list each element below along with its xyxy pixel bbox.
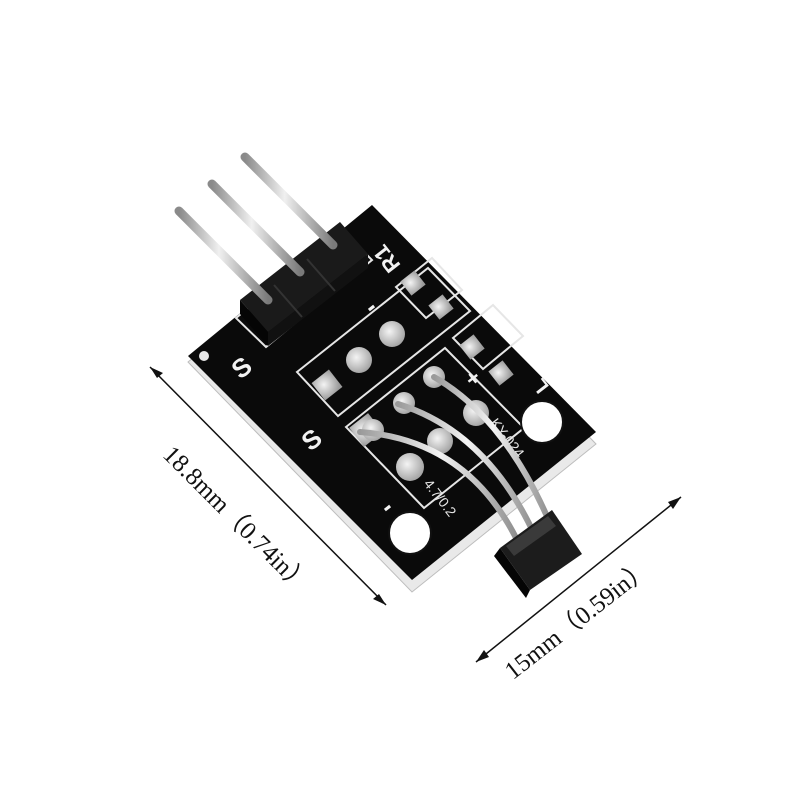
fiducial-dot — [199, 351, 209, 361]
hall-sensor — [494, 510, 582, 598]
silkscreen-outlines — [234, 229, 526, 510]
pin-header — [240, 222, 368, 346]
width-dimension-arrow — [475, 496, 682, 663]
mounting-hole — [520, 400, 564, 444]
length-dimension-arrow — [149, 366, 387, 606]
header-pins — [174, 152, 338, 305]
mounting-hole — [388, 511, 432, 555]
sensor-legs — [357, 374, 555, 549]
